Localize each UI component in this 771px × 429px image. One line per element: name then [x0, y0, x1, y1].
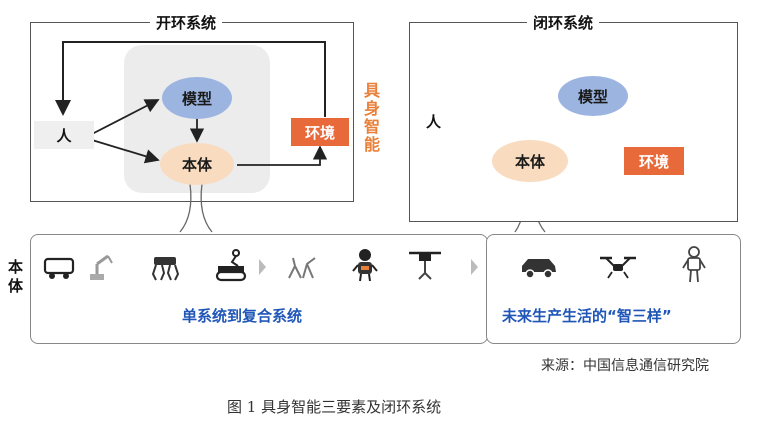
right-strip-caption: 未来生产生活的“智三样”	[502, 307, 672, 325]
open-env-box: 环境	[291, 118, 349, 146]
humanoid-arm-robot-icon	[288, 257, 316, 279]
body-to-env-arrow	[237, 145, 328, 166]
figure-caption: 图 1 具身智能三要素及闭环系统	[227, 398, 442, 416]
closed-loop-panel	[409, 22, 738, 222]
open-person-box: 人	[34, 121, 94, 149]
closed-person-label: 人	[426, 113, 442, 131]
drone-arm-icon	[409, 251, 441, 280]
source-note: 来源：中国信息通信研究院	[541, 358, 709, 374]
closed-model-node: 模型	[558, 76, 628, 116]
car-icon	[522, 259, 556, 279]
closed-loop-title: 闭环系统	[527, 12, 600, 33]
feedback-line	[55, 41, 326, 117]
left-strip-caption: 单系统到复合系统	[182, 307, 303, 325]
agv-robot-icon	[43, 257, 75, 279]
person-to-model-arrow	[91, 99, 160, 135]
open-loop-title: 开环系统	[150, 12, 223, 33]
chevron-right-icon	[259, 259, 266, 275]
open-body-node: 本体	[160, 143, 234, 185]
chevron-right-icon-2	[471, 259, 478, 275]
service-robot-icon	[352, 249, 378, 282]
tracked-robot-icon	[215, 249, 247, 282]
person-to-body-arrow	[91, 139, 160, 164]
robot-arm-icon	[90, 254, 113, 280]
open-model-node: 模型	[162, 77, 232, 119]
humanoid-robot-icon	[682, 246, 706, 283]
quadruped-robot-icon	[151, 257, 180, 281]
closed-env-box: 环境	[624, 147, 684, 175]
bottom-body-label: 本体	[8, 258, 24, 295]
open-body-connector	[179, 183, 213, 233]
drone-icon	[600, 256, 636, 279]
embodied-intelligence-label: 具身智能	[363, 81, 380, 154]
closed-body-node: 本体	[492, 140, 568, 182]
